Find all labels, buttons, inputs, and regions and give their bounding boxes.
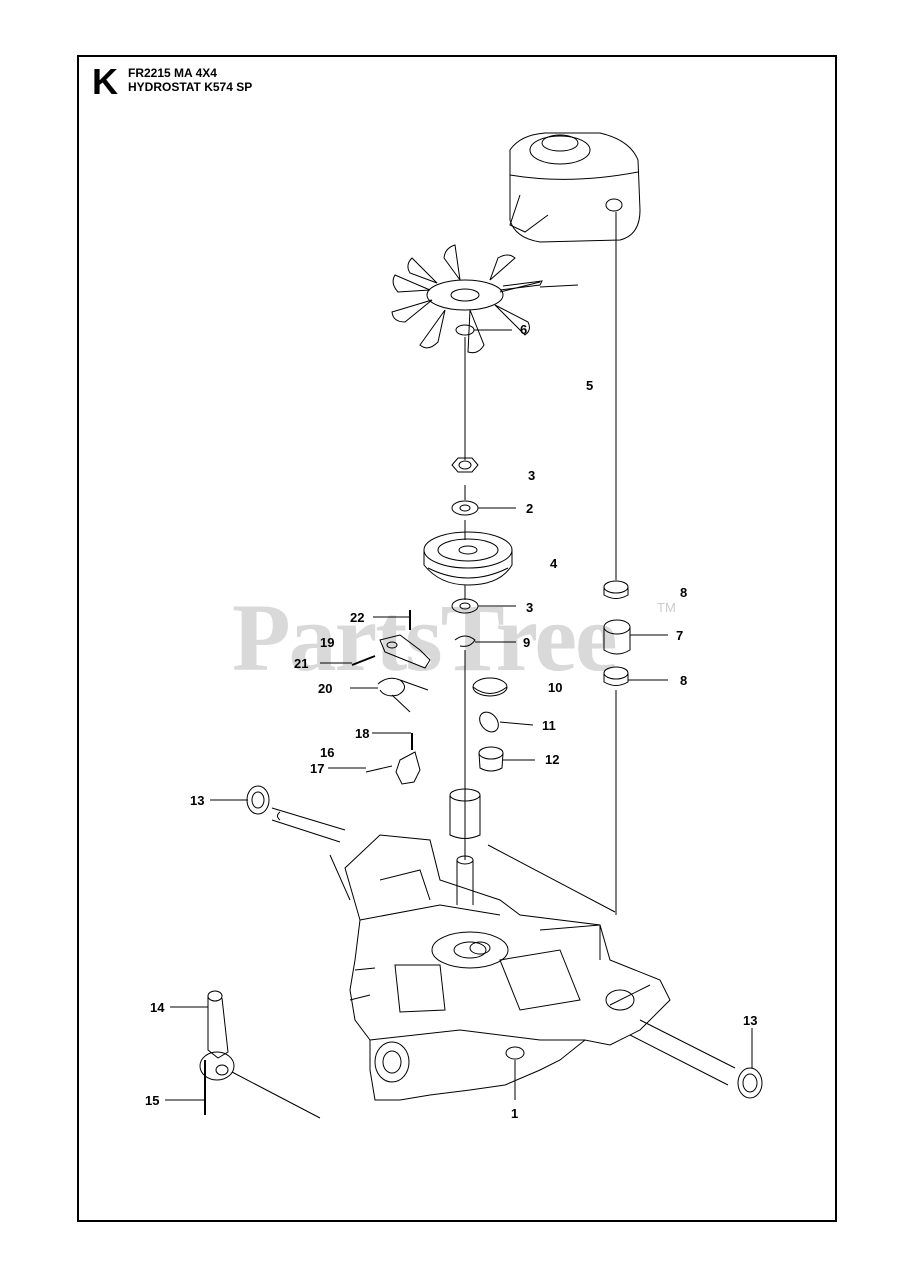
cap-part (472, 677, 508, 697)
callout-15: 15 (145, 1093, 159, 1108)
callout-3-lower: 3 (526, 600, 533, 615)
nut-part (451, 457, 479, 473)
callout-8-lower: 8 (680, 673, 687, 688)
spacer-collar-part (603, 580, 631, 686)
watermark-text: PartsTree (232, 584, 618, 691)
callout-17: 17 (310, 761, 324, 776)
transaxle-housing-part (344, 834, 671, 1101)
callout-labels: 6 5 3 2 4 3 8 7 8 9 10 11 12 22 19 21 20… (145, 322, 757, 1121)
seal-part (479, 711, 499, 733)
section-letter: K (92, 61, 118, 102)
right-axle-part (629, 1019, 763, 1099)
washer-part (451, 500, 479, 516)
title-assembly: HYDROSTAT K574 SP (128, 80, 253, 94)
pulley-part (423, 531, 513, 586)
callout-19: 19 (320, 635, 334, 650)
callout-22: 22 (350, 610, 364, 625)
diagram-frame (77, 55, 837, 1222)
callout-2: 2 (526, 501, 533, 516)
callout-4: 4 (550, 556, 558, 571)
control-linkage-parts (351, 610, 431, 713)
cooling-fan-part (391, 244, 543, 360)
washer-lower-part (451, 598, 479, 614)
callout-14: 14 (150, 1000, 165, 1015)
watermark-trademark: TM (657, 600, 676, 615)
callout-3-upper: 3 (528, 468, 535, 483)
circlip-part (454, 635, 476, 647)
bypass-arm-part (199, 990, 321, 1119)
callout-9: 9 (523, 635, 530, 650)
left-axle-part (246, 785, 346, 843)
callout-16: 16 (320, 745, 334, 760)
callout-10: 10 (548, 680, 562, 695)
control-lever-parts (365, 733, 421, 785)
engine-housing-part (509, 132, 641, 243)
callout-11: 11 (542, 718, 556, 733)
callout-5: 5 (586, 378, 593, 393)
callout-12: 12 (545, 752, 559, 767)
callout-1: 1 (511, 1106, 518, 1121)
callout-18: 18 (355, 726, 369, 741)
callout-leaders (165, 284, 753, 1101)
input-shaft-coupler (449, 788, 481, 905)
callout-20: 20 (318, 681, 332, 696)
title-model: FR2215 MA 4X4 (128, 66, 217, 80)
callout-8-upper: 8 (680, 585, 687, 600)
diagram-title: FR2215 MA 4X4 HYDROSTAT K574 SP (128, 66, 252, 94)
callout-21: 21 (294, 656, 308, 671)
bearing-part (478, 746, 504, 772)
callout-13-left: 13 (190, 793, 204, 808)
callout-6: 6 (520, 322, 527, 337)
callout-13-right: 13 (743, 1013, 757, 1028)
callout-7: 7 (676, 628, 683, 643)
